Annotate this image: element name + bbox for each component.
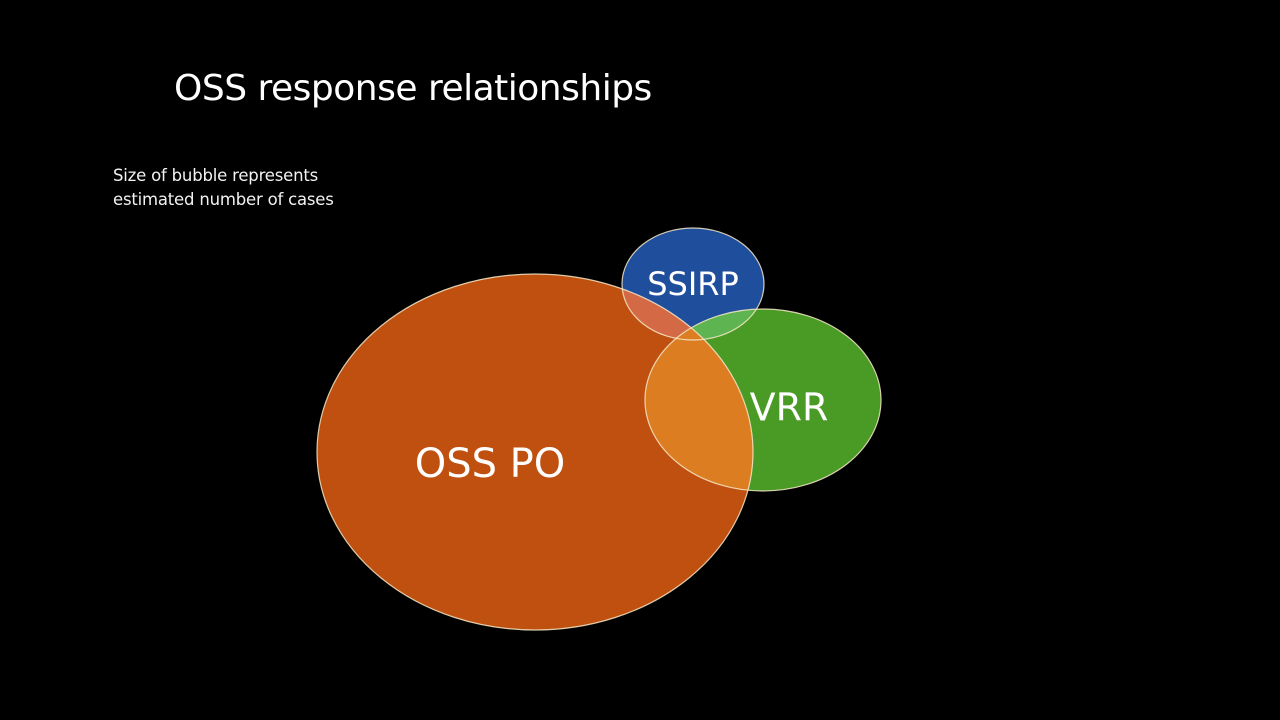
outline-vrr — [644, 308, 882, 492]
label-ssirp: SSIRP — [647, 265, 739, 303]
slide-title: OSS response relationships — [174, 68, 652, 109]
label-vrr: VRR — [750, 386, 829, 430]
outline-ssirp — [621, 227, 765, 341]
subtitle-line-2: estimated number of cases — [113, 190, 334, 209]
overlap-oss-po-vrr — [645, 309, 753, 491]
subtitle-line-1: Size of bubble represents — [113, 166, 319, 185]
outline-oss-po — [316, 273, 754, 631]
slide-subtitle: Size of bubble represents estimated numb… — [113, 164, 334, 212]
label-oss-po: OSS PO — [415, 441, 566, 487]
bubble-oss-po — [317, 274, 753, 630]
